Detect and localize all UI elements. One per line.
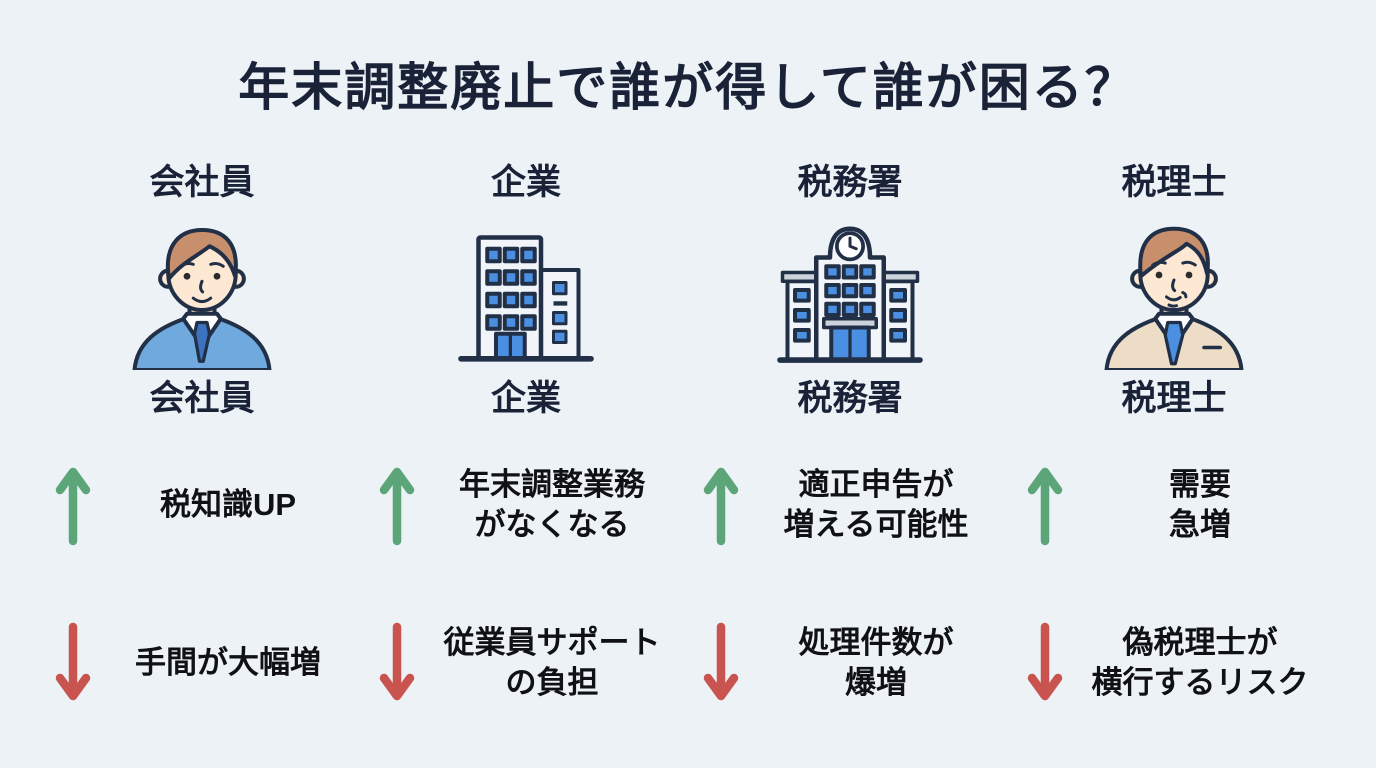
- column-label: 会社員: [149, 379, 255, 418]
- drawback-row: 処理件数が 爆増: [688, 612, 1012, 714]
- up-arrow-icon: [54, 463, 92, 547]
- column-header: 企業: [490, 163, 561, 202]
- tax-accountant-icon: [1099, 220, 1249, 370]
- text-line: 適正申告が: [798, 467, 954, 503]
- up-arrow-icon: [702, 463, 740, 547]
- text-line: 税知識UP: [159, 487, 297, 523]
- columns-grid: 会社員 会社員: [0, 160, 1376, 714]
- drawback-row: 偽税理士が 横行するリスク: [1012, 612, 1336, 714]
- drawback-text: 偽税理士が 横行するリスク: [1064, 623, 1336, 702]
- up-arrow-icon: [378, 463, 416, 547]
- column-tax-office: 税務署: [688, 160, 1012, 714]
- drawback-text: 従業員サポート の負担: [416, 623, 688, 702]
- text-line: 偽税理士が: [1122, 625, 1278, 661]
- benefit-row: 年末調整業務 がなくなる: [364, 454, 688, 556]
- benefit-text: 年末調整業務 がなくなる: [416, 465, 688, 544]
- up-arrow-icon: [1026, 463, 1064, 547]
- benefit-text: 税知識UP: [92, 485, 364, 525]
- drawback-row: 手間が大幅増: [40, 612, 364, 714]
- drawback-text: 手間が大幅増: [92, 643, 364, 683]
- text-line: 処理件数が: [798, 625, 954, 661]
- column-employee: 会社員 会社員: [40, 160, 364, 714]
- down-arrow-icon: [702, 621, 740, 705]
- column-label: 税理士: [1121, 379, 1227, 418]
- office-building-icon: [451, 220, 601, 370]
- column-label: 企業: [490, 379, 561, 418]
- text-line: の負担: [505, 665, 599, 700]
- down-arrow-icon: [54, 621, 92, 705]
- benefit-text: 需要 急増: [1064, 465, 1336, 544]
- text-line: 手間が大幅増: [135, 645, 321, 681]
- benefit-row: 適正申告が 増える可能性: [688, 454, 1012, 556]
- text-line: 急増: [1169, 507, 1231, 542]
- text-line: 横行するリスク: [1091, 665, 1309, 700]
- column-company: 企業: [364, 160, 688, 714]
- column-header: 税理士: [1121, 163, 1227, 202]
- tax-office-building-icon: [775, 220, 925, 370]
- text-line: 爆増: [845, 665, 907, 700]
- column-header: 税務署: [797, 163, 903, 202]
- benefit-row: 税知識UP: [40, 454, 364, 556]
- down-arrow-icon: [1026, 621, 1064, 705]
- column-label: 税務署: [797, 379, 903, 418]
- benefit-row: 需要 急増: [1012, 454, 1336, 556]
- down-arrow-icon: [378, 621, 416, 705]
- businessman-icon: [127, 220, 277, 370]
- text-line: 従業員サポート: [443, 625, 661, 661]
- text-line: がなくなる: [474, 507, 630, 542]
- text-line: 増える可能性: [783, 507, 969, 542]
- drawback-row: 従業員サポート の負担: [364, 612, 688, 714]
- benefit-text: 適正申告が 増える可能性: [740, 465, 1012, 544]
- page-title: 年末調整廃止で誰が得して誰が困る？: [238, 59, 1138, 116]
- text-line: 需要: [1169, 467, 1231, 503]
- column-header: 会社員: [149, 163, 255, 202]
- text-line: 年末調整業務: [459, 467, 645, 503]
- column-tax-accountant: 税理士: [1012, 160, 1336, 714]
- drawback-text: 処理件数が 爆増: [740, 623, 1012, 702]
